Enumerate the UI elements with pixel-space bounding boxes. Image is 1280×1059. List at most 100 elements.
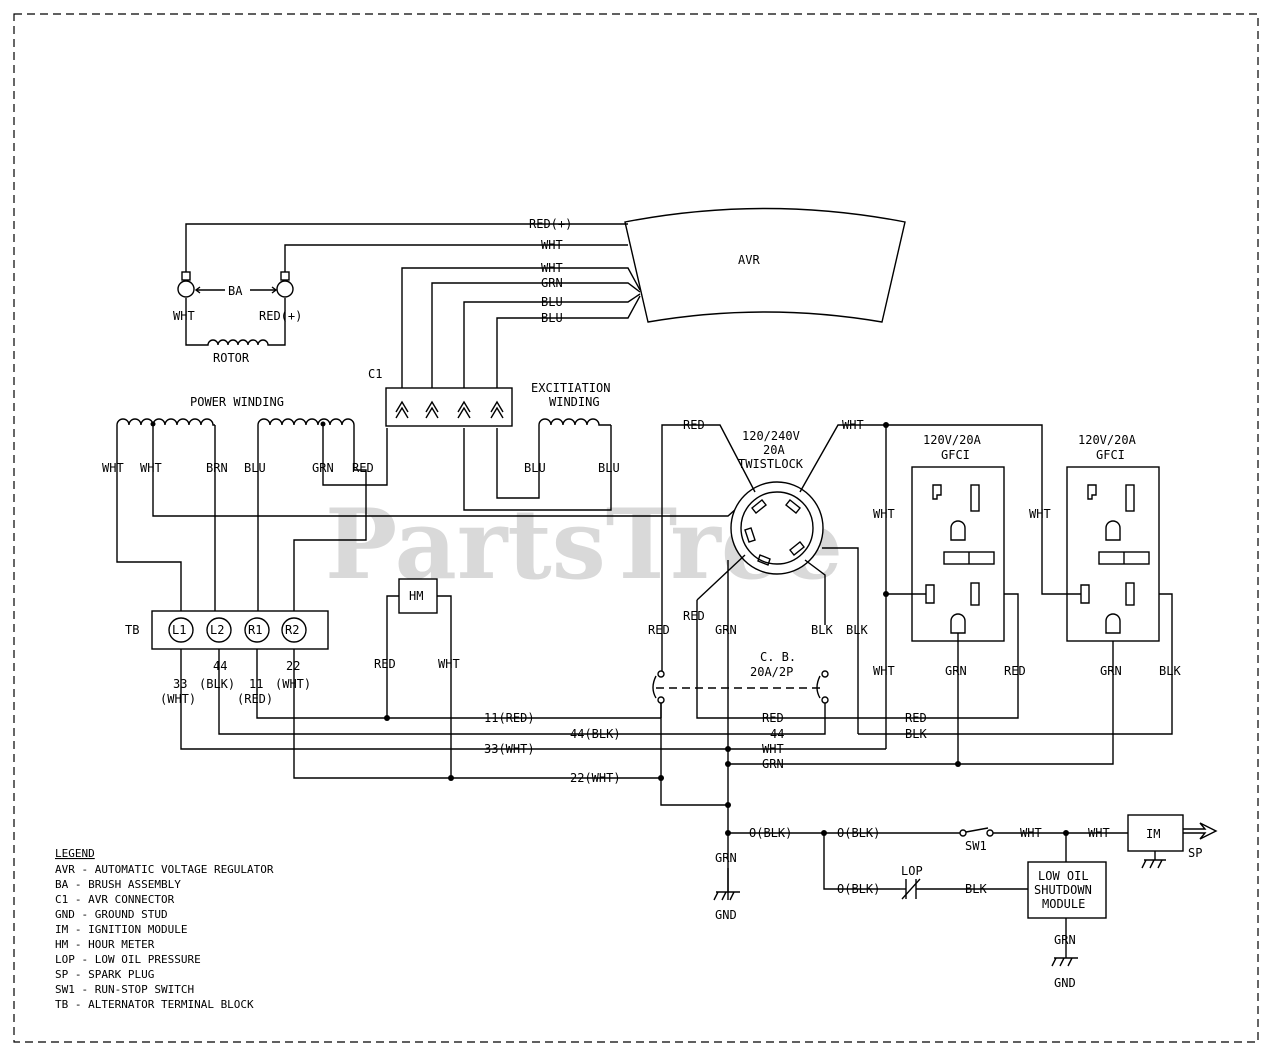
lowoil-label-2: SHUTDOWN [1034, 883, 1092, 897]
rotor-coil [185, 298, 286, 346]
hm-wire-wht [437, 595, 452, 778]
sw1-switch [959, 827, 994, 837]
lop-label: LOP [901, 864, 923, 878]
lowoil-label-3: MODULE [1042, 897, 1085, 911]
rotor-label: ROTOR [213, 351, 250, 365]
gfci2-wht: WHT [1029, 507, 1051, 521]
tw-wht-top-wire [799, 424, 886, 493]
gnd-grn: GRN [715, 851, 737, 865]
gfci1-wht-lower: WHT [873, 664, 895, 678]
tw-wht-top: WHT [842, 418, 864, 432]
ignition-module [1127, 814, 1184, 852]
legend-item: SP - SPARK PLUG [55, 968, 154, 981]
gfci2-wht-wire [886, 424, 1077, 595]
wire-wht-avr: WHT [541, 238, 563, 252]
pw-wht2: WHT [140, 461, 162, 475]
power-winding-coil-1 [116, 418, 215, 426]
legend-item: IM - IGNITION MODULE [55, 923, 187, 936]
gfci1-receptacle [911, 466, 1005, 642]
lop-wire [823, 833, 900, 890]
excitation-coil [538, 418, 611, 426]
c1-label: C1 [368, 367, 382, 381]
gfci2-grn: GRN [1100, 664, 1122, 678]
power-winding-label: POWER WINDING [190, 395, 284, 409]
legend-item: GND - GROUND STUD [55, 908, 168, 921]
brush-assembly [177, 271, 294, 298]
wire-blu-avr2: BLU [541, 311, 563, 325]
tw-grn: GRN [715, 623, 737, 637]
wire-wht-avr2: WHT [541, 261, 563, 275]
gfci2-receptacle [1066, 466, 1160, 642]
bus-33-label: 33(WHT) [484, 742, 535, 756]
wire-blu-avr1: BLU [541, 295, 563, 309]
legend-item: SW1 - RUN-STOP SWITCH [55, 983, 194, 996]
pw-red: RED [352, 461, 374, 475]
cb-blk: BLK [811, 623, 833, 637]
bus-red-label: RED [762, 711, 784, 725]
gfci1-grn: GRN [945, 664, 967, 678]
o-blk2: O(BLK) [837, 826, 880, 840]
ground-stud-2 [1051, 957, 1078, 967]
twistlock-label-2: 20A [763, 443, 785, 457]
o-blk1: O(BLK) [749, 826, 792, 840]
gnd2-label: GND [1054, 976, 1076, 990]
cb-label-1: C. B. [760, 650, 796, 664]
tb-terminals [168, 617, 307, 643]
c1-pins [395, 400, 504, 419]
bus-wht-label: WHT [762, 742, 784, 756]
ex-blu1: BLU [524, 461, 546, 475]
diagram-border [13, 13, 1259, 1043]
pw-grn: GRN [312, 461, 334, 475]
legend-item: C1 - AVR CONNECTOR [55, 893, 175, 906]
sp-label: SP [1188, 846, 1202, 860]
lop-blk: BLK [965, 882, 987, 896]
bus-44b-label: 44 [770, 727, 784, 741]
tb-33: 33 [173, 677, 187, 691]
wire-wht-ba: WHT [173, 309, 195, 323]
low-oil-module [1027, 861, 1107, 919]
lowoil-label-1: LOW OIL [1038, 869, 1089, 883]
lop-switch [900, 878, 1028, 900]
im-ground [1141, 851, 1166, 869]
tb-22b: (WHT) [275, 677, 311, 691]
tw-red: RED [683, 609, 705, 623]
pw-blu: BLU [244, 461, 266, 475]
gfci1-label-2: GFCI [941, 448, 970, 462]
gfci1-wht-left: WHT [873, 507, 895, 521]
lowoil-grn: GRN [1054, 933, 1076, 947]
wire-grn-avr: GRN [541, 276, 563, 290]
gfci2-label-1: 120V/20A [1078, 433, 1137, 447]
c1-connector [385, 387, 513, 427]
circuit-breaker [652, 628, 829, 704]
bus-22-label: 22(WHT) [570, 771, 621, 785]
ba-label: BA [228, 284, 243, 298]
tw-red-top: RED [683, 418, 705, 432]
tb-33b: (WHT) [160, 692, 196, 706]
tb-label: TB [125, 623, 139, 637]
hour-meter [398, 578, 438, 614]
excitation-wire-2 [463, 425, 612, 511]
hm-wire-red [386, 595, 399, 718]
tb-11: 11 [249, 677, 263, 691]
pw-brn: BRN [206, 461, 228, 475]
tw-blk: BLK [846, 623, 868, 637]
excitation-label-1: EXCITIATION [531, 381, 610, 395]
bus-blk-label: BLK [905, 727, 927, 741]
tb-44b: (BLK) [199, 677, 235, 691]
legend: LEGEND AVR - AUTOMATIC VOLTAGE REGULATOR… [55, 847, 274, 1011]
o-blk3: O(BLK) [837, 882, 880, 896]
tb-11b: (RED) [237, 692, 273, 706]
tb-l1: L1 [172, 623, 186, 637]
sw1-label: SW1 [965, 839, 987, 853]
tb-r2: R2 [285, 623, 299, 637]
power-winding-coil-2 [257, 418, 355, 426]
twistlock-label-1: 120/240V [742, 429, 800, 443]
wire-red-plus: RED(+) [529, 217, 572, 231]
gnd1-label: GND [715, 908, 737, 922]
pw-wht1: WHT [102, 461, 124, 475]
sw-wht2: WHT [1088, 826, 1110, 840]
legend-item: LOP - LOW OIL PRESSURE [55, 953, 201, 966]
legend-item: AVR - AUTOMATIC VOLTAGE REGULATOR [55, 863, 274, 876]
tw-red-top-wire [661, 424, 756, 628]
gfci1-label-1: 120V/20A [923, 433, 982, 447]
